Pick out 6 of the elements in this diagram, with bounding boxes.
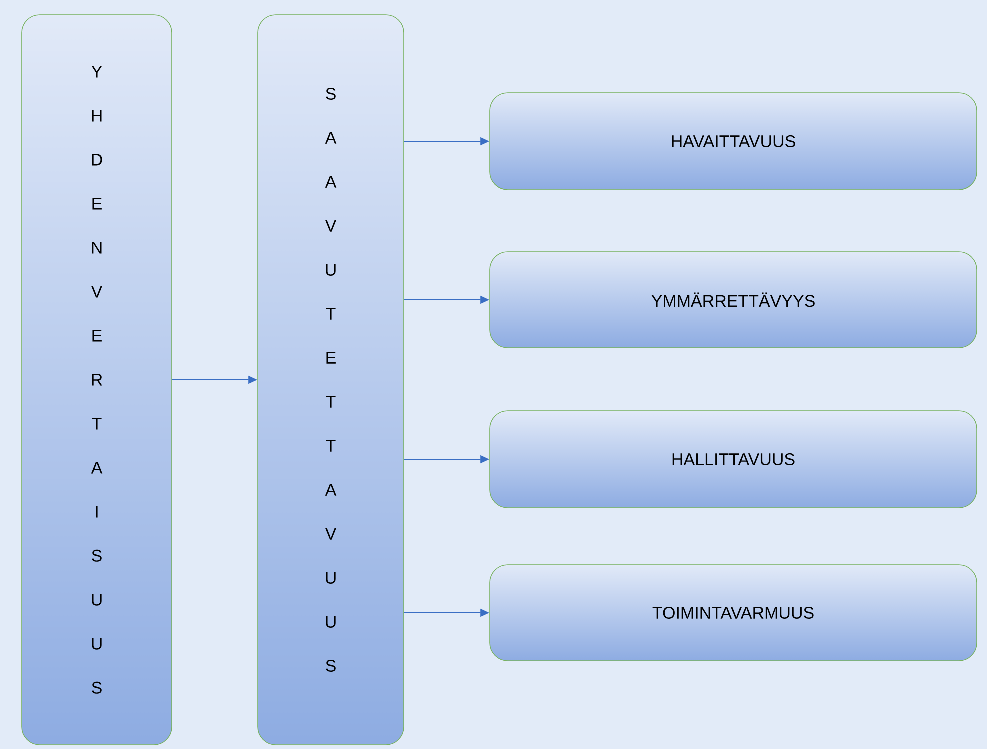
- column-box: YHDENVERTAISUUS: [22, 14, 172, 746]
- category-box: HALLITTAVUUS: [490, 410, 978, 508]
- column-box: SAAVUTETTAVUUS: [258, 14, 404, 746]
- category-box: HAVAITTAVUUS: [490, 92, 978, 190]
- category-box: TOIMINTAVARMUUS: [490, 564, 978, 662]
- category-box: YMMÄRRETTÄVYYS: [490, 252, 978, 348]
